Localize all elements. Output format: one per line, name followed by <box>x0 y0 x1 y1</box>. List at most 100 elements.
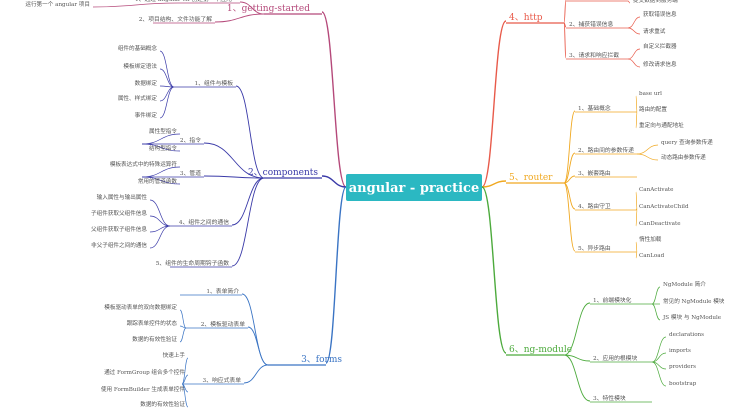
leaf-connector <box>651 286 661 305</box>
leaf-connector <box>92 2 179 8</box>
leaf-connector <box>651 361 667 387</box>
leaf-connector <box>635 191 638 211</box>
sub-connector <box>247 326 269 366</box>
leaf-topic[interactable]: JS 模块 与 NgModule <box>662 313 722 321</box>
subtopic[interactable]: 3、嵌套路由 <box>578 169 611 177</box>
leaf-topic[interactable]: 提交数据到服务端 <box>633 0 678 4</box>
leaf-topic[interactable]: 常用的管道函数 <box>138 177 178 185</box>
branch-router[interactable]: 5、router <box>509 173 553 183</box>
branch-forms[interactable]: 3、forms <box>301 355 342 365</box>
sub-connector <box>563 110 576 184</box>
leaf-topic[interactable]: 组件的基础概念 <box>118 44 158 52</box>
subtopic[interactable]: 3、特性模块 <box>593 394 626 402</box>
leaf-topic[interactable]: query 查询参数传递 <box>661 138 713 146</box>
central-topic-box[interactable] <box>346 174 482 201</box>
leaf-connector <box>651 352 667 363</box>
leaf-topic[interactable]: 数据的有效性验证 <box>132 335 177 343</box>
leaf-topic[interactable]: 请求重试 <box>643 27 666 35</box>
connector-lines <box>92 0 667 408</box>
leaf-topic[interactable]: 惰性加载 <box>639 235 662 243</box>
subtopic[interactable]: 1、前端模块化 <box>593 296 632 304</box>
leaf-connector <box>635 111 638 129</box>
subtopic[interactable]: 3、响应式表单 <box>203 376 242 384</box>
sub-connector <box>563 0 567 24</box>
branch-connector-components <box>321 175 347 188</box>
leaf-topic[interactable]: providers <box>669 364 696 370</box>
leaf-topic[interactable]: 跟踪表单控件的状态 <box>127 319 178 327</box>
subtopic[interactable]: 1、通过 angular-cli 创建第一个应用 <box>135 0 232 3</box>
leaf-connector <box>141 166 181 178</box>
branch-connector-router <box>481 180 507 188</box>
leaf-topic[interactable]: 模板驱动表单的双向数据绑定 <box>104 303 177 311</box>
leaf-topic[interactable]: 使用 FormBuilder 生成表单控件 <box>101 385 185 393</box>
subtopic[interactable]: 2、路由间的参数传递 <box>578 146 634 154</box>
leaf-topic[interactable]: declarations <box>669 332 704 338</box>
leaf-topic[interactable]: 结构型指令 <box>149 144 177 152</box>
leaf-topic[interactable]: CanDeactivate <box>639 221 681 227</box>
leaf-connector <box>627 16 641 29</box>
leaf-connector <box>636 153 659 161</box>
branch-getting-started[interactable]: 1、getting-started <box>227 4 310 14</box>
leaf-topic[interactable]: 运行第一个 angular 项目 <box>25 0 90 8</box>
leaf-topic[interactable]: 输入属性与输出属性 <box>97 193 148 201</box>
sub-connector <box>563 152 576 184</box>
subtopic[interactable]: 1、基础概念 <box>578 104 611 112</box>
subtopic[interactable]: 2、指令 <box>180 136 201 144</box>
leaf-topic[interactable]: 模板表达式中的特殊运算符 <box>110 160 178 168</box>
leaf-topic[interactable]: NgModule 简介 <box>663 280 706 288</box>
leaf-topic[interactable]: 路由的配置 <box>639 105 667 113</box>
subtopic[interactable]: 2、模板驱动表单 <box>201 320 245 328</box>
leaf-topic[interactable]: 常见的 NgModule 模块 <box>663 297 725 305</box>
leaf-topic[interactable]: 重定向与通配地址 <box>639 121 684 129</box>
leaf-topic[interactable]: 非父子组件之间的通信 <box>91 241 147 249</box>
subtopic[interactable]: 1、组件与模板 <box>195 79 234 87</box>
branch-http[interactable]: 4、http <box>509 13 543 23</box>
leaf-topic[interactable]: CanActivate <box>639 187 674 193</box>
subtopic[interactable]: 2、项目结构、文件功能了解 <box>139 15 212 23</box>
subtopic[interactable]: 3、管道 <box>180 169 201 177</box>
subtopic[interactable]: 2、应用的根模块 <box>593 354 637 362</box>
leaf-topic[interactable]: 属性、样式绑定 <box>118 94 158 102</box>
leaf-topic[interactable]: 事件绑定 <box>135 111 158 119</box>
leaf-connector <box>149 199 171 227</box>
leaf-topic[interactable]: 数据的有效性验证 <box>140 400 185 408</box>
leaf-connector <box>181 383 189 408</box>
subtopic[interactable]: 3、请求和响应拦截 <box>569 51 619 59</box>
subtopic[interactable]: 4、组件之间的通信 <box>179 218 229 226</box>
leaf-topic[interactable]: 父组件获取子组件信息 <box>91 225 147 233</box>
leaf-topic[interactable]: 快速上手 <box>163 351 186 359</box>
branch-connector-http <box>481 20 507 188</box>
leaf-topic[interactable]: 属性型指令 <box>149 127 177 135</box>
branch-ng-module[interactable]: 6、ng-module <box>509 345 572 355</box>
sub-connector <box>203 142 265 179</box>
subtopic[interactable]: 1、表单简介 <box>206 287 239 295</box>
subtopic[interactable]: 1、 <box>569 0 579 1</box>
subtopic[interactable]: 5、异步路由 <box>578 244 611 252</box>
leaf-topic[interactable]: base url <box>639 91 662 97</box>
leaf-topic[interactable]: 动态路由参数传递 <box>661 153 706 161</box>
leaf-topic[interactable]: 模板绑定语法 <box>123 62 157 70</box>
subtopic[interactable]: 4、路由守卫 <box>578 202 611 210</box>
leaf-connector <box>159 86 175 119</box>
leaf-topic[interactable]: 数据绑定 <box>135 79 158 87</box>
leaf-topic[interactable]: 修改请求信息 <box>643 60 677 68</box>
leaf-topic[interactable]: 获取错误信息 <box>643 10 677 18</box>
leaf-topic[interactable]: bootstrap <box>669 381 697 387</box>
subtopic[interactable]: 5、组件的生命周期钩子函数 <box>156 259 229 267</box>
leaf-connector <box>635 209 638 227</box>
branch-connector-forms <box>325 186 347 364</box>
central-topic[interactable]: angular - practice <box>349 181 479 196</box>
leaf-topic[interactable]: CanLoad <box>639 253 665 259</box>
leaf-topic[interactable]: 通过 FormGroup 组合多个控件 <box>104 368 185 376</box>
leaf-topic[interactable]: CanActivateChild <box>639 204 689 210</box>
leaf-connector <box>651 303 661 321</box>
leaf-topic[interactable]: 自定义拦截器 <box>643 42 677 50</box>
leaf-connector <box>149 215 171 227</box>
leaf-topic[interactable]: 子组件获取父组件信息 <box>91 209 147 217</box>
sub-connector <box>563 182 576 252</box>
leaf-connector <box>627 27 641 35</box>
leaf-topic[interactable]: imports <box>669 348 691 354</box>
subtopic[interactable]: 2、捕获错误信息 <box>569 20 613 28</box>
branch-components[interactable]: 2、components <box>248 168 318 178</box>
